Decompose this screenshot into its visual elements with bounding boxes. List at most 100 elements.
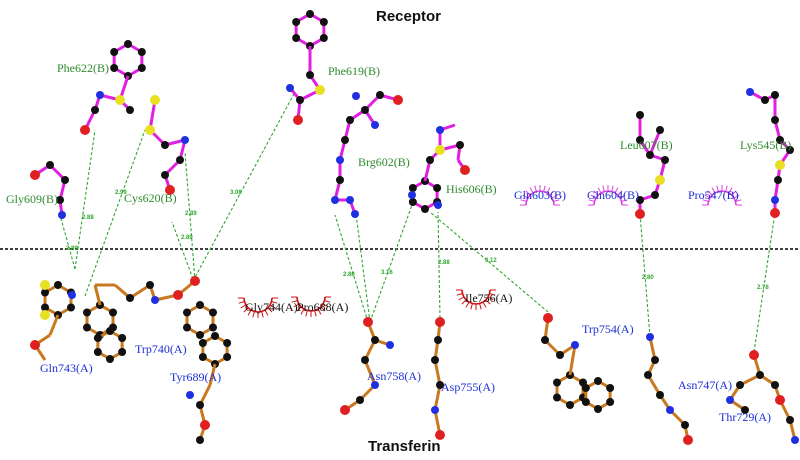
transferin-title: Transferin [368, 438, 441, 455]
hydrophobic-arc-gly744-lash [252, 311, 255, 318]
atom-C [436, 381, 444, 389]
hydrophobic-arc-ile756-lash [489, 293, 496, 296]
hydrophobic-arc-gln604-lash [621, 199, 628, 202]
hydrophobic-arc-gly744-lash [271, 301, 278, 304]
hbond-distance: 2.88 [438, 260, 450, 266]
atom-O [190, 276, 200, 286]
atom-O [543, 313, 553, 323]
hydrophobic-arc-ile756-lash [485, 299, 491, 305]
carbon-atom [110, 48, 119, 56]
atom-O [749, 350, 759, 360]
atom-O [635, 209, 645, 219]
hydrophobic-arc-pro688-lash [314, 310, 317, 317]
residue-label-his606: His606(B) [446, 182, 497, 196]
hydrophobic-arc-gly744-lash [247, 309, 252, 316]
hydrophobic-arc-pro547-lash [716, 185, 719, 192]
atom-C [636, 136, 644, 144]
atom-S [145, 125, 155, 135]
atom-N [571, 341, 579, 349]
hydrophobic-arc-gln603-lash [522, 194, 529, 199]
atom-N [96, 91, 104, 99]
hydrophobic-arc-pro688-lash [320, 306, 326, 312]
atom-N [352, 92, 360, 100]
carbon-atom [292, 18, 301, 26]
carbon-atom [292, 34, 301, 42]
asp755-bond [433, 359, 442, 386]
atom-O [435, 430, 445, 440]
atom-C [741, 406, 749, 414]
hydrophobic-arc-gly744-lash [240, 304, 247, 309]
atom-C [786, 416, 794, 424]
hydrophobic-label-gln603: Gln603(B) [514, 188, 566, 202]
atom-N [336, 156, 344, 164]
hydrophobic-arc-gln603-lash [546, 187, 551, 194]
hydrogen-bond-line [369, 204, 413, 323]
atom-S [40, 310, 50, 320]
hydrophobic-label-gly744: Gly744(A) [245, 300, 298, 314]
carbon-atom [118, 334, 127, 342]
hydrophobic-arc-ile756-lash [456, 293, 463, 296]
carbon-atom [408, 184, 417, 192]
carbon-atom [553, 393, 562, 402]
carbon-atom [137, 48, 146, 56]
residue-label-asn747: Asn747(A) [678, 378, 732, 392]
receptor-title: Receptor [376, 8, 442, 25]
atom-C [771, 381, 779, 389]
hbond-distance: 2.78 [757, 285, 769, 291]
hydrophobic-arc-gly744-lash [243, 307, 249, 313]
atom-N [371, 381, 379, 389]
hydrophobic-arc-ile756-lash [487, 296, 494, 301]
hydrophobic-arc-ile756-lash [461, 299, 467, 305]
hydrophobic-arc-ile756-lash [482, 301, 487, 308]
atom-O [80, 125, 90, 135]
hydrophobic-arc-pro688-lash [293, 303, 300, 308]
hydrophobic-arc-pro547-lash [735, 199, 742, 202]
hydrogen-bond-line [171, 221, 194, 280]
hydrophobic-arc-pro688-lash [300, 308, 305, 315]
hydrophobic-arc-gln603-lash [551, 194, 558, 199]
hydrophobic-arc-gln604-lash [590, 194, 597, 199]
hydrophobic-arc-gly744-lash [261, 311, 264, 318]
atom-C [431, 356, 439, 364]
hydrophobic-arc-pro547-lash [707, 190, 713, 196]
residue-label-gln743: Gln743(A) [40, 361, 93, 375]
atom-O [165, 185, 175, 195]
carbon-atom [198, 353, 207, 361]
hydrophobic-arc-pro688-lash [291, 300, 298, 303]
hydrophobic-label-pro688: Pro688(A) [297, 300, 349, 314]
atom-N [408, 191, 416, 199]
atom-N [351, 210, 359, 218]
atom-S [315, 85, 325, 95]
carbon-atom [319, 34, 328, 42]
atom-C [361, 356, 369, 364]
atom-O [173, 290, 183, 300]
hydrogen-bond-line [59, 214, 76, 270]
atom-N [186, 391, 194, 399]
hydrophobic-arc-pro547-lash [728, 187, 733, 194]
gln743-bond [48, 314, 60, 336]
atom-C [644, 371, 652, 379]
hydrophobic-arc-gln603-lash [543, 185, 546, 192]
atom-C [426, 156, 434, 164]
atom-O [393, 95, 403, 105]
carbon-atom [108, 308, 117, 317]
hydrophobic-arc-pro547-lash [725, 185, 728, 192]
atom-O [340, 405, 350, 415]
atom-C [651, 356, 659, 364]
residue-label-brg602: Brg602(B) [358, 155, 410, 169]
hydrophobic-arc-gly744-lash [267, 307, 273, 313]
hydrophobic-label-ile756: Ile756(A) [465, 291, 513, 305]
hydrophobic-arc-gln603-lash [549, 190, 555, 196]
atom-S [150, 95, 160, 105]
hbond-distance: 2.99 [115, 190, 127, 196]
hydrophobic-arc-gln604-lash [602, 185, 605, 192]
hydrogen-bond-line [74, 129, 96, 270]
atom-C [126, 294, 134, 302]
residue-label-trp740: Trp740(A) [135, 342, 187, 356]
carbon-atom [306, 10, 314, 18]
atom-O [683, 435, 693, 445]
hydrogen-bond-line [429, 211, 549, 313]
atom-C [376, 91, 384, 99]
atom-C [161, 171, 169, 179]
